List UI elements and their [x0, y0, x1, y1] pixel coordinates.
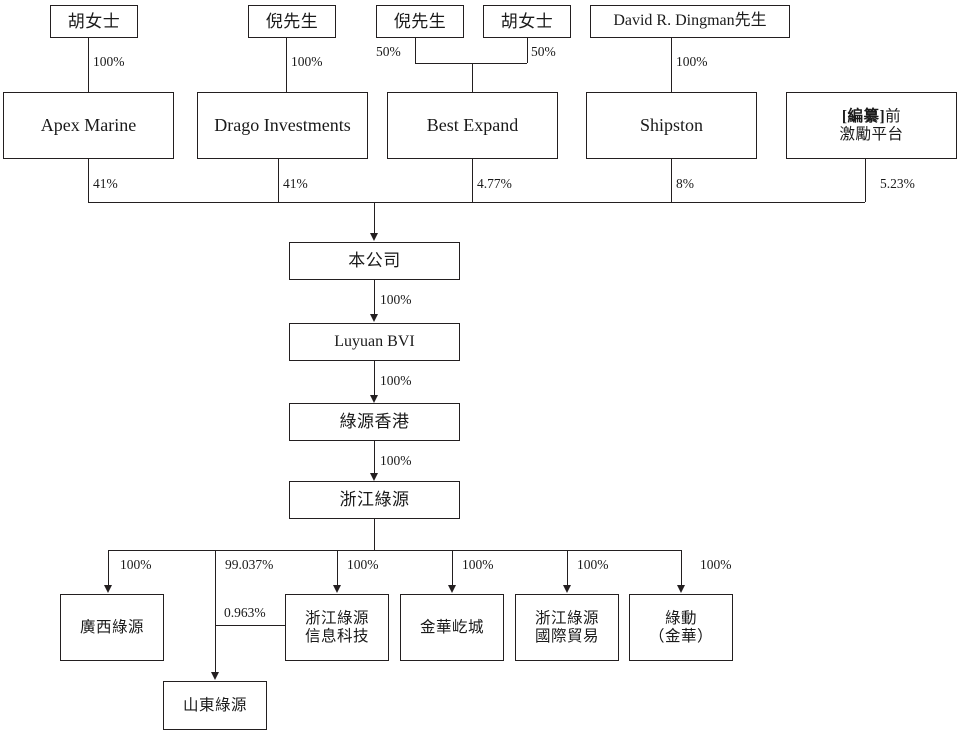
edge-label-dingman-shipston: 100% [676, 54, 708, 69]
edge-bvi-to-hk [374, 361, 375, 396]
node-shareholder-hu-2: 胡女士 [483, 5, 571, 38]
edge-bus-to-ludong [681, 550, 682, 586]
node-label: 浙江綠源 國際貿易 [534, 609, 599, 645]
edge-label-best-company: 4.77% [477, 176, 512, 191]
node-subsidiary-zhejiang-luyuan-infotech: 浙江綠源 信息科技 [285, 594, 389, 661]
edge-zhejiang-to-distribution-bus [374, 519, 375, 550]
edge-hu1-to-apex [88, 38, 89, 92]
node-holdco-drago-investments: Drago Investments [197, 92, 368, 159]
arrowhead-to-trade [563, 585, 571, 593]
edge-hu2-drop [527, 38, 528, 63]
node-label: David R. Dingman先生 [613, 12, 767, 30]
node-subsidiary-ludong-jinhua: 綠動 （金華） [629, 594, 733, 661]
edge-company-to-bvi [374, 280, 375, 315]
node-label: Apex Marine [40, 115, 137, 136]
node-label: 胡女士 [67, 11, 121, 31]
node-the-company: 本公司 [289, 242, 460, 280]
node-shareholder-hu-1: 胡女士 [50, 5, 138, 38]
edge-best-expand-drop [472, 159, 473, 202]
edge-label-zhejiang-infotech: 100% [347, 557, 379, 572]
arrowhead-to-ludong [677, 585, 685, 593]
edge-label-drago-company: 41% [283, 176, 308, 191]
edge-label-infotech-shandong: 0.963% [224, 605, 266, 620]
edge-best-expand-merge-bus [415, 63, 527, 64]
edge-infotech-to-shandong [215, 625, 285, 626]
edge-apex-drop [88, 159, 89, 202]
node-luyuan-bvi: Luyuan BVI [289, 323, 460, 361]
edge-label-apex-company: 41% [93, 176, 118, 191]
node-shareholder-dingman: David R. Dingman先生 [590, 5, 790, 38]
node-label: 金華屹城 [419, 618, 484, 636]
edge-bus-to-trade [567, 550, 568, 586]
edge-hk-to-zhejiang [374, 441, 375, 474]
node-label: 浙江綠源 信息科技 [304, 609, 369, 645]
arrowhead-to-hk [370, 395, 378, 403]
edge-label-zhejiang-ludong: 100% [700, 557, 732, 572]
node-holdco-shipston: Shipston [586, 92, 757, 159]
node-label: 浙江綠源 [339, 490, 410, 510]
node-label: 本公司 [348, 251, 401, 271]
edge-label-shipston-company: 8% [676, 176, 694, 191]
node-zhejiang-luyuan: 浙江綠源 [289, 481, 460, 519]
edge-drago-drop [278, 159, 279, 202]
arrowhead-to-jinhua [448, 585, 456, 593]
node-holdco-apex-marine: Apex Marine [3, 92, 174, 159]
edge-bus-to-infotech [337, 550, 338, 586]
edge-label-ni2-best: 50% [376, 44, 401, 59]
arrowhead-to-zhejiang [370, 473, 378, 481]
edge-ni1-to-drago [286, 38, 287, 92]
node-subsidiary-jinhua-yicheng: 金華屹城 [400, 594, 504, 661]
node-shareholder-ni-1: 倪先生 [248, 5, 336, 38]
node-label: Luyuan BVI [334, 332, 415, 350]
edge-bus-to-guangxi [108, 550, 109, 586]
node-label: Shipston [639, 115, 704, 136]
edge-label-hk-zhejiang: 100% [380, 453, 412, 468]
edge-label-zhejiang-trade: 100% [577, 557, 609, 572]
node-holdco-incentive-platform: [編纂]前 激勵平台 [786, 92, 957, 159]
node-luyuan-hongkong: 綠源香港 [289, 403, 460, 441]
edge-bus-to-company [374, 202, 375, 234]
edge-label-bvi-hk: 100% [380, 373, 412, 388]
node-label: 綠動 （金華） [648, 609, 713, 645]
node-subsidiary-shandong-luyuan: 山東綠源 [163, 681, 267, 730]
arrowhead-to-infotech [333, 585, 341, 593]
edge-label-hu1-apex: 100% [93, 54, 125, 69]
edge-label-zhejiang-guangxi: 100% [120, 557, 152, 572]
arrowhead-to-company [370, 233, 378, 241]
node-label: 山東綠源 [182, 696, 247, 714]
redaction-marker: [編纂] [841, 107, 886, 125]
edge-label-company-bvi: 100% [380, 292, 412, 307]
edge-ni2-drop [415, 38, 416, 63]
node-label: Best Expand [426, 115, 519, 136]
arrowhead-to-guangxi [104, 585, 112, 593]
edge-label-esop-company: 5.23% [880, 176, 915, 191]
node-subsidiary-guangxi-luyuan: 廣西綠源 [60, 594, 164, 661]
arrowhead-to-bvi [370, 314, 378, 322]
edge-label-zhejiang-shandong: 99.037% [225, 557, 274, 572]
edge-shareholders-collection-bus [88, 202, 865, 203]
edge-subsidiary-distribution-bus [108, 550, 682, 551]
edge-label-hu2-best: 50% [531, 44, 556, 59]
edge-label-zhejiang-jinhua: 100% [462, 557, 494, 572]
edge-merge-to-best-expand [472, 63, 473, 92]
node-label: 廣西綠源 [79, 618, 144, 636]
edge-dingman-to-shipston [671, 38, 672, 92]
node-label: 倪先生 [393, 11, 447, 31]
edge-bus-to-jinhua [452, 550, 453, 586]
node-label: Drago Investments [214, 115, 351, 136]
edge-bus-to-shandong [215, 550, 216, 673]
edge-label-ni1-drago: 100% [291, 54, 323, 69]
node-shareholder-ni-2: 倪先生 [376, 5, 464, 38]
node-label: 倪先生 [265, 11, 319, 31]
edge-shipston-drop [671, 159, 672, 202]
node-subsidiary-zhejiang-luyuan-trade: 浙江綠源 國際貿易 [515, 594, 619, 661]
node-label: 綠源香港 [339, 412, 410, 432]
edge-incentive-platform-drop [865, 159, 866, 202]
node-holdco-best-expand: Best Expand [387, 92, 558, 159]
arrowhead-to-shandong [211, 672, 219, 680]
node-label: 前 激勵平台 [839, 107, 904, 143]
node-label: 胡女士 [500, 11, 554, 31]
